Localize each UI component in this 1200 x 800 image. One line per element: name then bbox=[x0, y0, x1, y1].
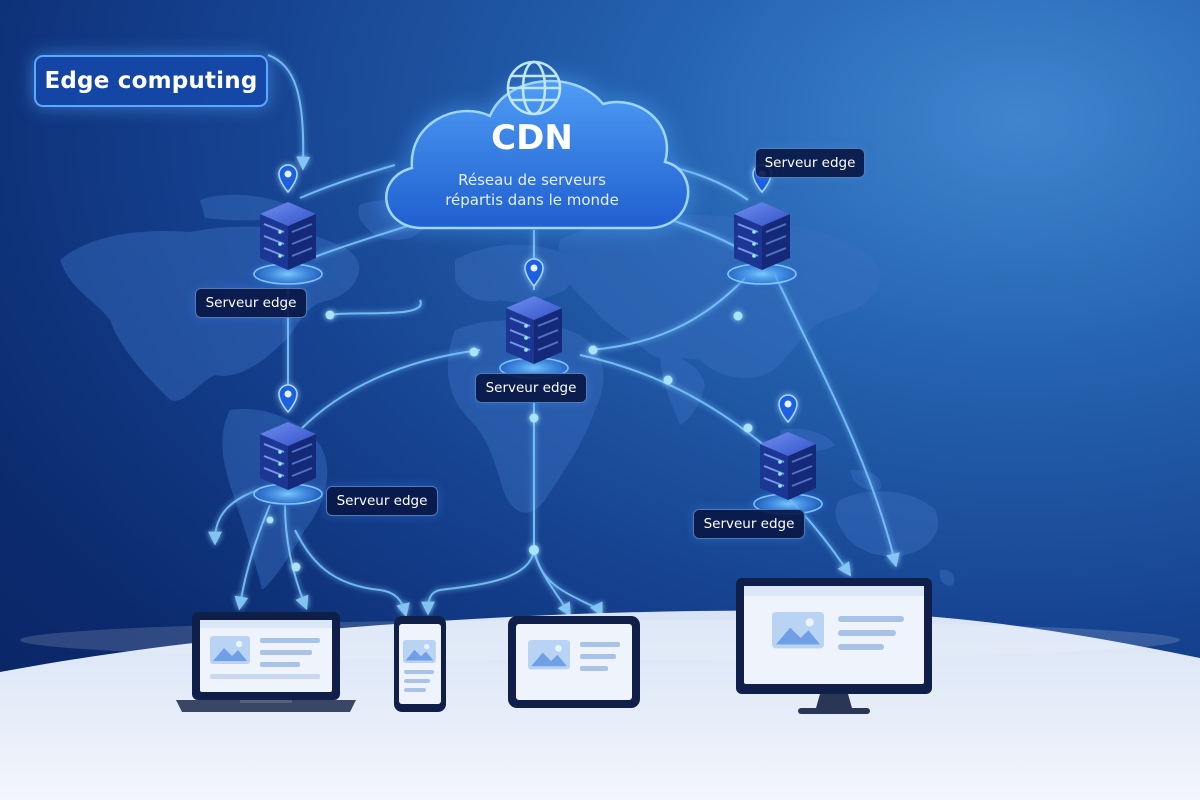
edge-server-label-2: Serveur edge bbox=[755, 148, 865, 178]
cdn-description: Réseau de serveurs répartis dans le mond… bbox=[410, 170, 654, 210]
link-nodes bbox=[266, 310, 753, 572]
cdn-title: CDN bbox=[491, 118, 573, 158]
smartphone-icon bbox=[394, 616, 446, 712]
edge-server-label-4: Serveur edge bbox=[326, 486, 438, 516]
monitor-icon bbox=[736, 578, 932, 714]
cdn-cloud bbox=[382, 75, 693, 232]
laptop-icon bbox=[176, 612, 356, 712]
cdn-description-line-1: Réseau de serveurs bbox=[458, 171, 606, 189]
cdn-description-line-2: répartis dans le monde bbox=[445, 191, 619, 209]
edge-server-5 bbox=[744, 395, 832, 520]
edge-server-label-3: Serveur edge bbox=[475, 373, 587, 403]
diagram-title: Edge computing bbox=[34, 55, 268, 107]
tablet-icon bbox=[508, 616, 640, 708]
edge-server-label-5: Serveur edge bbox=[693, 509, 805, 539]
globe-icon bbox=[506, 60, 562, 116]
cloud-icon bbox=[385, 79, 690, 230]
edge-server-label-1: Serveur edge bbox=[195, 288, 307, 318]
